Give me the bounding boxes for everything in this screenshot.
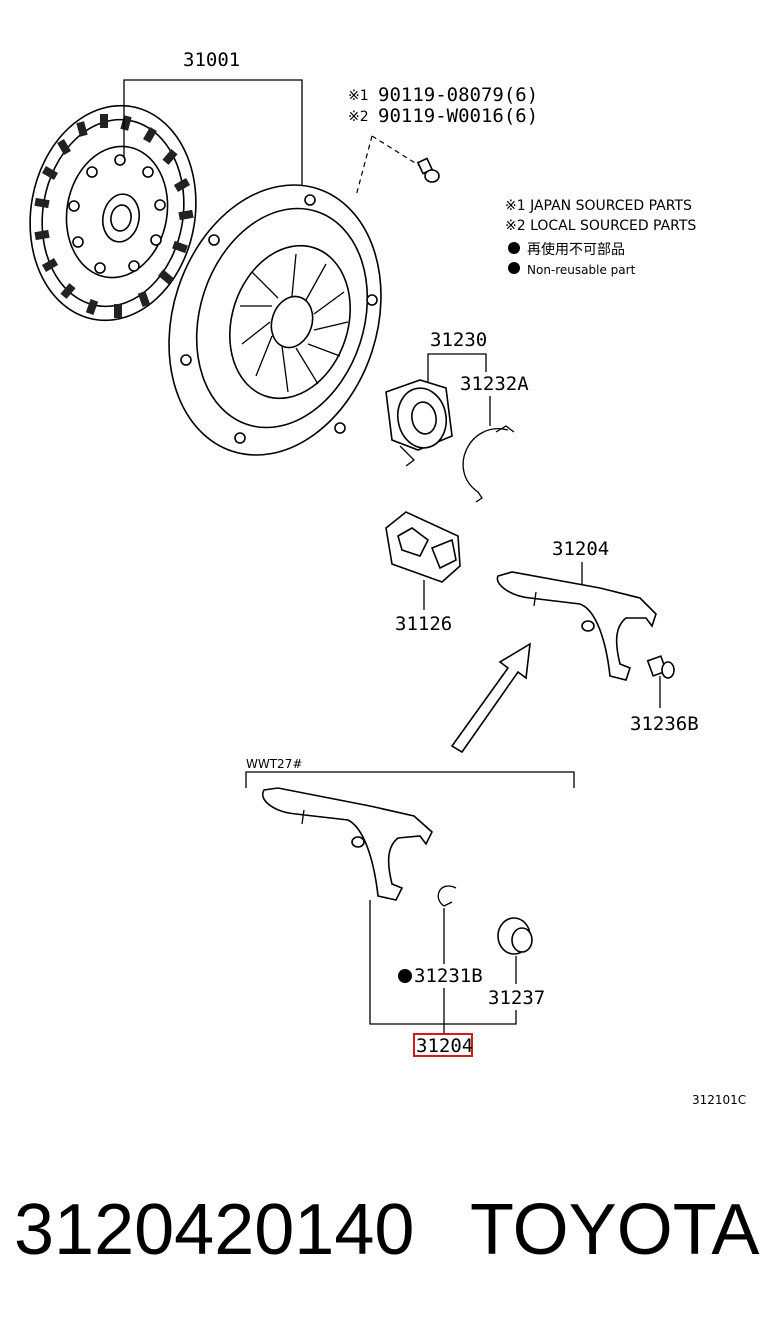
non-reusable-dot-icon [508,262,520,274]
bolt-leader [355,135,421,197]
legend-non-reusable-jp: 再使用不可部品 [527,241,625,258]
clip-a-tip [495,425,515,433]
bracket-label: WWT27# [246,757,302,771]
figure-code: 312101C [692,1093,746,1107]
callout-31126[interactable]: 31126 [395,613,452,635]
mark-2: ※2 [348,109,369,125]
non-reusable-dot-icon [398,969,412,983]
release-bearing[interactable] [385,379,453,467]
callout-31204-highlighted[interactable]: 31204 [416,1035,473,1057]
lower-group-bracket [369,900,517,1025]
mark-1: ※1 [348,88,369,104]
ball-stud[interactable] [646,655,675,679]
footer-part-number: 3120420140 [14,1190,415,1270]
clutch-disc[interactable] [13,92,212,333]
callout-31231B[interactable]: 31231B [414,965,483,987]
boot-part[interactable] [385,511,461,583]
release-fork-lower[interactable] [261,787,433,901]
callout-31236B[interactable]: 31236B [630,713,699,735]
callout-31001[interactable]: 31001 [183,49,240,71]
footer-brand: TOYOTA [470,1190,760,1270]
arrow-icon [450,642,531,754]
legend: ※1 JAPAN SOURCED PARTS ※2 LOCAL SOURCED … [505,198,696,277]
bolt-icon[interactable] [416,157,440,183]
callout-bolt-2[interactable]: 90119-W0016(6) [378,105,538,127]
callout-31232A[interactable]: 31232A [460,373,529,395]
clip-a-part[interactable] [462,428,509,503]
legend-japan-sourced: ※1 JAPAN SOURCED PARTS [505,198,692,214]
legend-local-sourced: ※2 LOCAL SOURCED PARTS [505,218,696,234]
release-fork-upper[interactable] [496,571,657,681]
highlight-box [413,1033,473,1057]
callout-31237[interactable]: 31237 [488,987,545,1009]
callout-bolt-1[interactable]: 90119-08079(6) [378,84,538,106]
legend-non-reusable-en: Non-reusable part [527,263,636,277]
clutch-cover[interactable] [135,157,414,483]
clip-b-part[interactable] [437,885,457,907]
callout-31230[interactable]: 31230 [430,329,487,351]
callout-31204[interactable]: 31204 [552,538,609,560]
bearing-leader [427,353,487,388]
bracket-line [245,771,575,788]
fork-support[interactable] [497,917,533,955]
non-reusable-dot-icon [508,242,520,254]
disc-leader [123,79,303,186]
